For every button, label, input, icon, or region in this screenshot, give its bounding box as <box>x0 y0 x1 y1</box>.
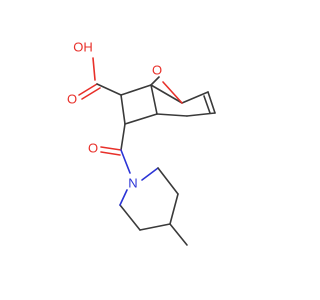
bond-c5-c4-b <box>186 112 216 117</box>
bond-carboxyl-c-o-double-1 <box>78 83 98 96</box>
molecule-structure-diagram: OH O O O N <box>67 40 216 246</box>
bond-c1-c6 <box>150 84 183 104</box>
bond-c6prime-n <box>119 189 128 206</box>
bond-amide-c-o-double-1 <box>100 146 122 151</box>
bond-carboxyl-c-o-double-2 <box>81 87 101 100</box>
hydroxyl-label: OH <box>73 40 93 55</box>
bond-alkene-1 <box>207 91 216 114</box>
bridge-oxygen-label: O <box>152 63 162 78</box>
amide-group: O N <box>88 123 138 191</box>
methylpiperidine-ring <box>119 167 188 246</box>
bond-c3prime-c4prime <box>169 193 179 225</box>
bond-n-c2prime <box>141 167 159 181</box>
oxabicycloheptene-core: O <box>120 63 216 125</box>
bond-amide-c-o-double-2 <box>100 151 121 156</box>
bond-ring-amide-c <box>120 123 126 151</box>
bond-c5-c4-a <box>156 113 188 117</box>
bond-c1-c4 <box>150 84 158 115</box>
bond-c2-c1 <box>120 84 152 96</box>
bond-c3-c4 <box>124 113 158 125</box>
bond-c4prime-methyl <box>169 223 188 246</box>
bond-oxygen-c4 <box>162 81 183 104</box>
bond-c1-oxygen <box>150 76 160 86</box>
bond-c5prime-c6prime <box>119 204 141 231</box>
bond-alkene-2 <box>203 95 211 114</box>
bond-c4prime-c5prime <box>139 223 171 231</box>
carboxylic-acid-group: OH O <box>67 40 122 107</box>
bond-carboxyl-c-ring <box>96 83 122 96</box>
acid-carbonyl-oxygen-label: O <box>67 92 77 107</box>
amide-nitrogen-label: N <box>128 176 137 191</box>
amide-oxygen-label: O <box>88 141 98 156</box>
bond-c2-c3 <box>120 94 126 125</box>
bond-amide-c-n <box>120 149 131 174</box>
bond-c6-c5 <box>181 91 209 104</box>
bond-c2prime-c3prime <box>157 167 179 195</box>
bond-carboxyl-c-oh <box>92 57 96 81</box>
